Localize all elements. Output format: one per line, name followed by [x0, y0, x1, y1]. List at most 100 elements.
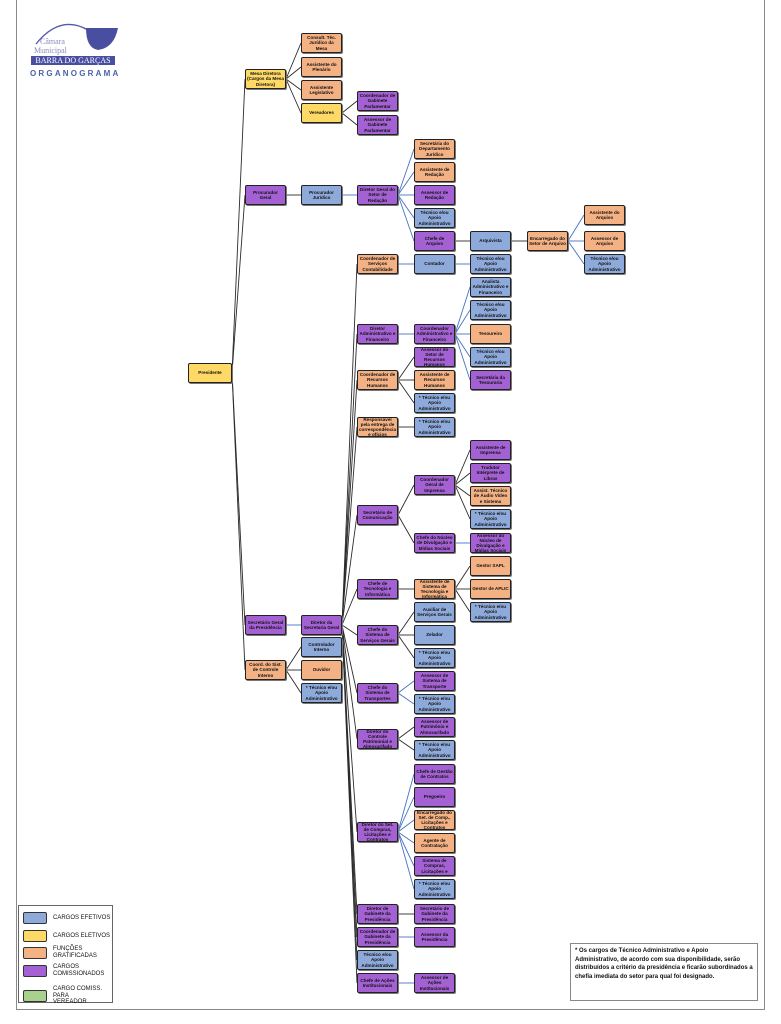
- org-node-ci: Controlador Interno: [301, 637, 342, 657]
- connector-cst-ast: [397, 680, 415, 694]
- org-node-label: Coordenador de Recursos Humanos: [359, 372, 396, 388]
- org-node-crh: Coordenador de Recursos Humanos: [357, 370, 398, 390]
- legend-label: CARGO COMISS. PARA VEREADOR: [53, 986, 103, 1006]
- org-node-cnd: Chefe do Núcleo de Divulgação e Mídias S…: [414, 533, 455, 553]
- org-node-cgi: Coordenador Geral de Imprensa: [414, 475, 455, 495]
- connector-crh-asrh: [397, 356, 415, 381]
- org-node-label: Diretor de Gabinete da Presidência: [364, 906, 391, 922]
- org-node-t11: * Técnico e/ou Apoio Administrativo: [414, 694, 455, 714]
- org-node-label: Tesoureiro: [478, 331, 503, 337]
- org-node-tes: Tesoureiro: [470, 324, 511, 344]
- connector-mesa-asspl: [285, 66, 302, 80]
- org-node-label: * Técnico e/ou Apoio Administrativo: [474, 511, 507, 527]
- org-node-label: Secretário de Comunicação: [362, 509, 393, 520]
- org-node-label: Assessor do Núcleo de Divulgação e Mídia…: [474, 533, 507, 553]
- org-node-label: Secretário Geral da Presidência: [247, 619, 284, 630]
- org-node-label: Coordenador de Serviços Contabilidade: [359, 256, 396, 272]
- org-node-label: Diretor Geral do Setor de Redação: [360, 187, 395, 203]
- legend-swatch: [23, 930, 47, 942]
- org-node-csci: Coord. do Sist. de Controle Interno: [245, 660, 286, 680]
- org-node-label: Chefe do Sistema de Transportes: [364, 685, 391, 701]
- org-node-caf: Coordenador Administrativo e Financeiro: [414, 324, 455, 344]
- connector-esa-t2: [567, 240, 585, 265]
- org-node-t5: Técnico e/ou Apoio Administrativo: [470, 347, 511, 367]
- org-node-label: Assist. de Sistema de Compras, Licitaçõe…: [421, 857, 448, 875]
- org-node-label: * Técnico e/ou Apoio Administrativo: [418, 742, 451, 758]
- legend-item-comissionados: CARGOS COMISSIONADOS: [23, 964, 104, 977]
- connector-dsg-resp: [341, 426, 358, 626]
- connector-pres-csci: [231, 372, 246, 671]
- connector-dcp-apa: [397, 726, 415, 740]
- org-node-label: Secretário de Gabinete da Presidência: [419, 906, 450, 922]
- connector-scom-cgi: [397, 484, 415, 516]
- org-node-cst: Chefe do Sistema de Transportes: [357, 683, 398, 703]
- org-node-apres: Assessor da Presidência: [414, 927, 455, 947]
- org-node-dgab: Diretor de Gabinete da Presidência: [357, 904, 398, 924]
- org-node-label: Auxiliar de Serviços Gerais: [417, 606, 452, 617]
- org-node-label: Vereadores: [309, 110, 334, 116]
- connector-dsg-scom: [341, 514, 358, 626]
- org-node-t15: * Técnico e/ou Apoio Administrativo: [301, 683, 342, 703]
- org-node-label: * Técnico e/ou Apoio Administrativo: [418, 419, 451, 435]
- legend-swatch: [23, 912, 47, 924]
- org-node-label: Chefe de Ações Institucionais: [360, 977, 395, 988]
- connector-mesa-asleg: [285, 78, 302, 91]
- org-node-aimp: Assistente de Imprensa: [470, 440, 511, 460]
- org-node-apa: Assessor de Patrimônio e Almoxarifado: [414, 717, 455, 737]
- connector-csci-t15: [285, 669, 302, 694]
- org-node-t1: Técnico e/ou Apoio Administrativo: [414, 208, 455, 228]
- logo-band: BARRA DO GARÇAS: [31, 56, 115, 65]
- org-node-label: Coordenador de Gabinete Parlamentar: [359, 93, 396, 109]
- legend: CARGOS EFETIVOS CARGOS ELETIVOS FUNÇÕES …: [18, 905, 113, 1006]
- org-node-label: Coordenador Geral de Imprensa: [420, 477, 449, 493]
- org-node-cti: Chefe de Tecnologia e Informática: [357, 579, 398, 599]
- connector-dgr-asr: [397, 171, 415, 196]
- org-node-label: Chefe de Arquivo: [424, 235, 445, 246]
- org-node-label: Assessor de Ações Institucionais: [419, 975, 450, 991]
- org-node-label: Assistente de Recursos Humanos: [419, 372, 450, 388]
- org-node-trad: Tradutor Intérprete de Libras: [470, 463, 511, 483]
- connector-dsc-enc: [397, 819, 415, 833]
- org-node-label: Assessor do Setor de Recursos Humanos: [420, 347, 449, 367]
- org-node-aux: Auxiliar de Serviços Gerais: [414, 602, 455, 622]
- org-node-esa: Encarregado do Setor de Arquivo: [527, 231, 568, 251]
- org-node-dsg: Diretor da Secretaria Geral: [301, 615, 342, 635]
- org-node-label: Técnico e/ou Apoio Administrativo: [418, 210, 451, 226]
- org-node-label: Chefe do Núcleo de Divulgação e Mídias S…: [416, 535, 453, 551]
- connector-dsg-ccont: [341, 263, 358, 626]
- org-node-label: Diretor Administrativo e Financeiro: [359, 326, 396, 342]
- logo-line1: Câmara: [40, 37, 65, 46]
- org-node-asspl: Assistente do Plenário: [301, 57, 342, 77]
- org-node-assr: Assessor de Redação: [414, 185, 455, 205]
- org-node-arq: Arquivista: [470, 231, 511, 251]
- org-node-label: Assistente de Redação: [419, 166, 450, 177]
- connector-dsg-cai: [341, 624, 358, 984]
- org-node-label: Assistente Legislativo: [309, 84, 334, 95]
- org-node-ast: Assessor de Sistema de Transporte: [414, 671, 455, 691]
- legend-swatch: [23, 989, 47, 1002]
- connector-scom-cnd: [397, 514, 415, 544]
- org-node-label: Assistente do Arquivo: [589, 209, 620, 220]
- org-node-label: Assessor da Presidência: [420, 931, 449, 942]
- org-node-agc: Agente de Contratação: [414, 833, 455, 853]
- org-node-label: Técnico e/ou Apoio Administrativo: [588, 256, 621, 272]
- connector-dcp-t12: [397, 738, 415, 751]
- org-node-aplic: Gestor de APLIC: [470, 579, 511, 599]
- connector-dsc-preg: [397, 796, 415, 833]
- org-node-label: Controlador Interno: [308, 641, 335, 652]
- org-node-label: Mesa Diretora (Cargos da Mesa Diretora): [247, 71, 284, 87]
- org-node-t6: * Técnico e/ou Apoio Administrativo: [414, 393, 455, 413]
- connector-dsg-crh: [341, 379, 358, 626]
- org-node-asr: Assistente de Redação: [414, 162, 455, 182]
- org-node-t8: * Técnico e/ou Apoio Administrativo: [470, 509, 511, 529]
- connector-ver-agp: [341, 112, 358, 126]
- org-node-label: Coordenador Administrativo e Financeiro: [416, 326, 453, 342]
- org-node-assrh: Assistente de Recursos Humanos: [414, 370, 455, 390]
- connector-dsg-cti: [341, 588, 358, 626]
- org-node-asrh: Assessor do Setor de Recursos Humanos: [414, 347, 455, 367]
- org-node-sapl: Gestor SAPL: [470, 556, 511, 576]
- page-title: ORGANOGRAMA: [30, 69, 121, 78]
- connector-cst-t11: [397, 692, 415, 705]
- org-node-label: * Técnico e/ou Apoio Administrativo: [418, 650, 451, 666]
